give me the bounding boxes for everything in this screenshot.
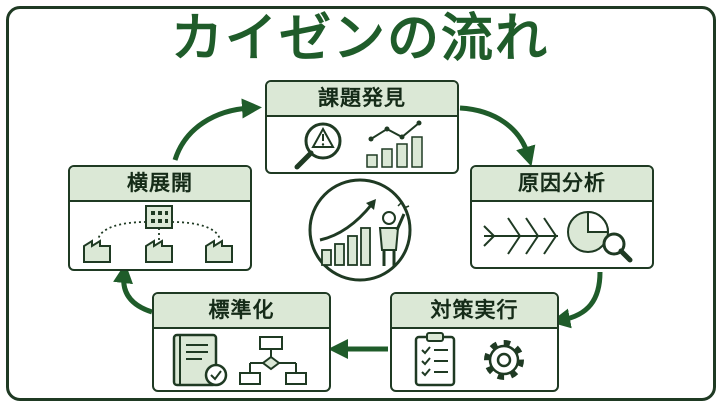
gear-icon: [484, 340, 524, 380]
step-label: 横展開: [70, 167, 250, 202]
fishbone-diagram-icon: [483, 217, 558, 255]
growth-chart-person-icon: [319, 199, 410, 266]
bar-line-chart-icon: [366, 120, 423, 168]
arrow-standard-to-horizontal: [113, 263, 153, 315]
step-label: 課題発見: [267, 82, 457, 117]
step-card-standardize: 標準化: [152, 292, 331, 392]
magnifier-warning-icon: [294, 122, 342, 170]
step-card-issue: 課題発見: [265, 80, 459, 174]
arrow-issue-to-analysis: [459, 105, 536, 167]
pie-chart-magnifier-icon: [567, 210, 633, 263]
step-card-action: 対策実行: [390, 292, 559, 392]
manual-check-icon: [172, 333, 228, 387]
step-label: 対策実行: [392, 294, 557, 329]
page-title: カイゼンの流れ: [170, 9, 549, 69]
step-card-horizontal-deploy: 横展開: [68, 165, 252, 271]
arrow-horizontal-to-issue: [172, 98, 262, 161]
clipboard-checklist-icon: [414, 332, 456, 387]
step-card-analysis: 原因分析: [470, 165, 654, 269]
step-label: 原因分析: [472, 167, 652, 202]
flowchart-icon: [239, 336, 307, 385]
step-label: 標準化: [154, 294, 329, 329]
factory-network-icon: [83, 205, 233, 263]
arrow-analysis-to-action: [550, 271, 603, 329]
